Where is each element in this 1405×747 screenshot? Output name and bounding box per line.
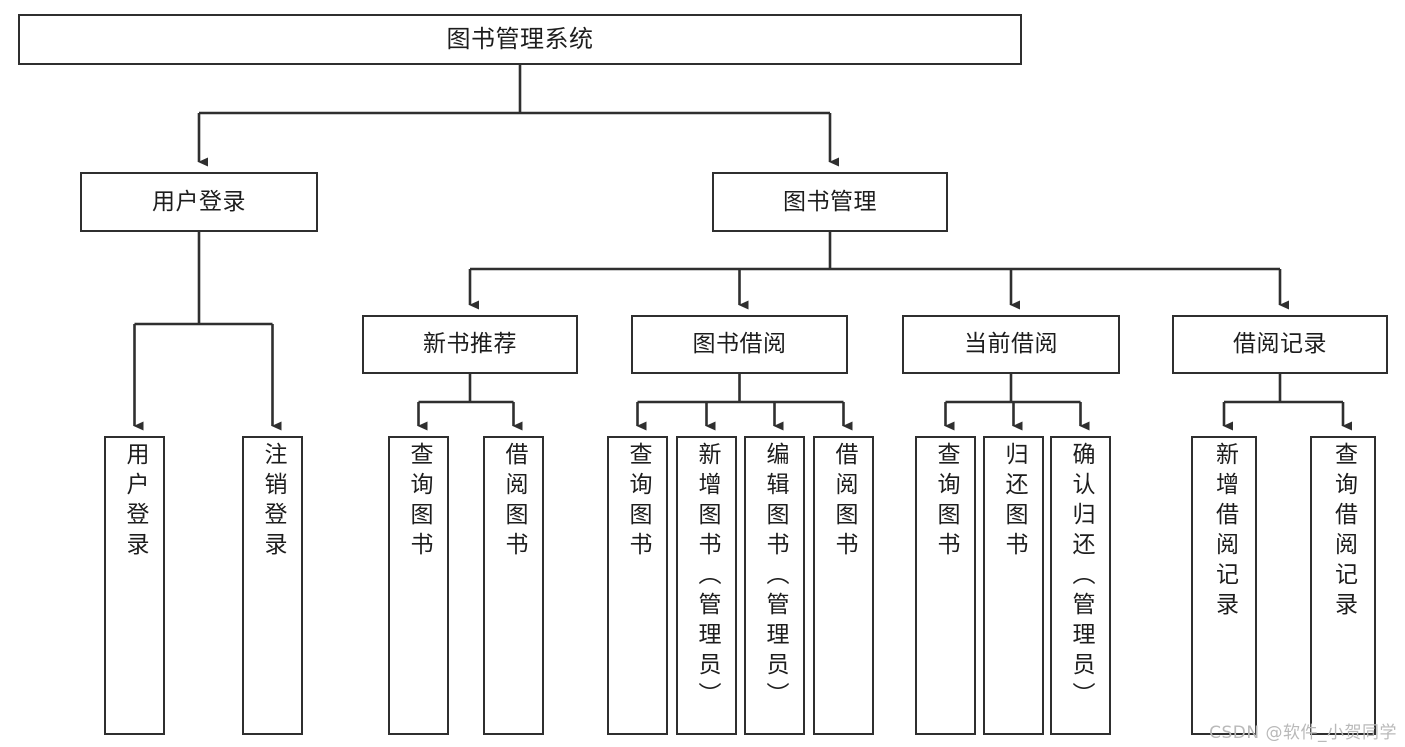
node-current-borrow[interactable]: 当前借阅 (902, 315, 1120, 374)
leaf-user-logout[interactable]: 注销登录 (242, 436, 303, 735)
node-book-borrow[interactable]: 图书借阅 (631, 315, 848, 374)
node-book-manage-label: 图书管理 (783, 188, 877, 215)
node-user-login[interactable]: 用户登录 (80, 172, 318, 232)
node-new-book-recommend[interactable]: 新书推荐 (362, 315, 578, 374)
leaf-query-book-1-label: 查询图书 (406, 442, 432, 562)
leaf-borrow-book-2[interactable]: 借阅图书 (813, 436, 874, 735)
node-root-label: 图书管理系统 (446, 24, 594, 53)
leaf-query-book-3[interactable]: 查询图书 (915, 436, 976, 735)
csdn-watermark: CSDN @软件_小贺同学 (1209, 723, 1397, 743)
node-root[interactable]: 图书管理系统 (18, 14, 1022, 65)
leaf-query-borrow-record[interactable]: 查询借阅记录 (1310, 436, 1376, 735)
leaf-user-login[interactable]: 用户登录 (104, 436, 165, 735)
leaf-borrow-book-2-label: 借阅图书 (831, 442, 857, 562)
leaf-confirm-return-label: 确认归还（管理员） (1068, 442, 1094, 712)
leaf-return-book-label: 归还图书 (1001, 442, 1027, 562)
leaf-confirm-return[interactable]: 确认归还（管理员） (1050, 436, 1111, 735)
leaf-query-book-2-label: 查询图书 (625, 442, 651, 562)
leaf-edit-book-label: 编辑图书（管理员） (762, 442, 788, 712)
leaf-query-book-2[interactable]: 查询图书 (607, 436, 668, 735)
leaf-borrow-book-1-label: 借阅图书 (501, 442, 527, 562)
leaf-add-book[interactable]: 新增图书（管理员） (676, 436, 737, 735)
leaf-user-logout-label: 注销登录 (260, 442, 286, 562)
leaf-user-login-label: 用户登录 (122, 442, 148, 562)
leaf-add-borrow-record[interactable]: 新增借阅记录 (1191, 436, 1257, 735)
leaf-query-book-3-label: 查询图书 (933, 442, 959, 562)
leaf-borrow-book-1[interactable]: 借阅图书 (483, 436, 544, 735)
node-user-login-label: 用户登录 (152, 188, 246, 215)
node-current-borrow-label: 当前借阅 (964, 331, 1058, 358)
node-borrow-record-label: 借阅记录 (1233, 331, 1327, 358)
node-book-manage[interactable]: 图书管理 (712, 172, 948, 232)
node-borrow-record[interactable]: 借阅记录 (1172, 315, 1388, 374)
leaf-add-borrow-record-label: 新增借阅记录 (1211, 442, 1238, 622)
leaf-add-book-label: 新增图书（管理员） (694, 442, 720, 712)
leaf-query-book-1[interactable]: 查询图书 (388, 436, 449, 735)
leaf-query-borrow-record-label: 查询借阅记录 (1330, 442, 1357, 622)
node-new-book-recommend-label: 新书推荐 (423, 331, 517, 358)
node-book-borrow-label: 图书借阅 (692, 331, 787, 358)
leaf-edit-book[interactable]: 编辑图书（管理员） (744, 436, 805, 735)
leaf-return-book[interactable]: 归还图书 (983, 436, 1044, 735)
